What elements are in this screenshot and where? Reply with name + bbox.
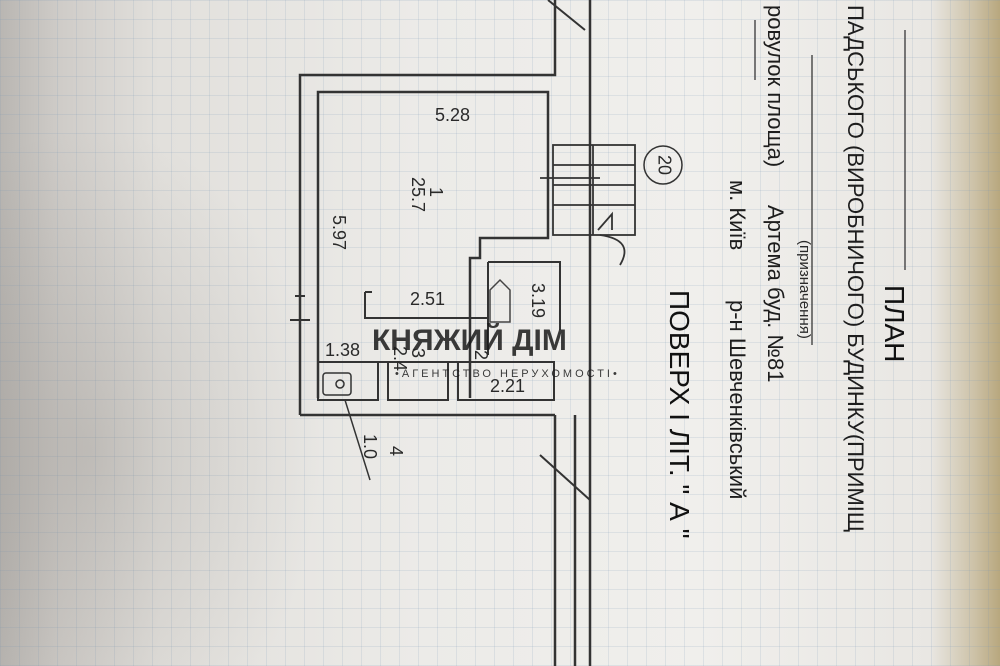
tower-logo-icon [489, 278, 511, 323]
watermark-tagline: •АГЕНТСТВО НЕРУХОМОСТІ• [395, 368, 620, 380]
purpose-label: (призначення) [796, 240, 813, 339]
wc-area: 1.0 [360, 434, 380, 459]
circle-marker [643, 145, 683, 185]
plan-title: ПЛАН [879, 285, 910, 362]
interior-partitions [317, 261, 561, 401]
wc-label: 4 [386, 446, 406, 456]
staircase [540, 144, 636, 266]
room3-dimension: 3.19 [528, 283, 548, 318]
street-line: Артема буд. №81 [763, 205, 788, 382]
agency-watermark: КНЯЖИЙ ДІМ •АГЕНТСТВО НЕРУХОМОСТІ• [372, 278, 620, 380]
room-a-area: 2.4 [390, 346, 410, 371]
main-room-width: 5.28 [435, 105, 470, 125]
room-a-label: 3 [408, 348, 428, 358]
lane-line: ровулок площа) [763, 5, 788, 167]
watermark-brand: КНЯЖИЙ ДІМ [372, 323, 567, 357]
floor-line: ПОВЕРХ І ЛІТ. " А " [664, 290, 695, 539]
break-lines [290, 0, 591, 501]
outer-walls [298, 0, 592, 666]
header-rules [754, 20, 906, 345]
circle-number: 20 [654, 155, 674, 175]
district-line: р-н Шевченківський [725, 300, 750, 499]
city-line: м. Київ [725, 180, 750, 250]
main-room-height: 5.97 [329, 215, 349, 250]
main-room-area: 25.7 [408, 177, 428, 212]
building-line: ПАДСЬКОГО (ВИРОБНИЧОГО) БУДИНКУ(ПРИМІЩ [843, 5, 868, 533]
corridor-width: 2.51 [410, 289, 445, 309]
room-b-area: 2.21 [490, 376, 525, 396]
small-dimension: 1.38 [325, 340, 360, 360]
wc-leader-line [344, 399, 371, 481]
toilet-icon [322, 372, 352, 396]
room-b-label: 2 [471, 350, 491, 360]
main-room-number: 1 [426, 187, 446, 197]
